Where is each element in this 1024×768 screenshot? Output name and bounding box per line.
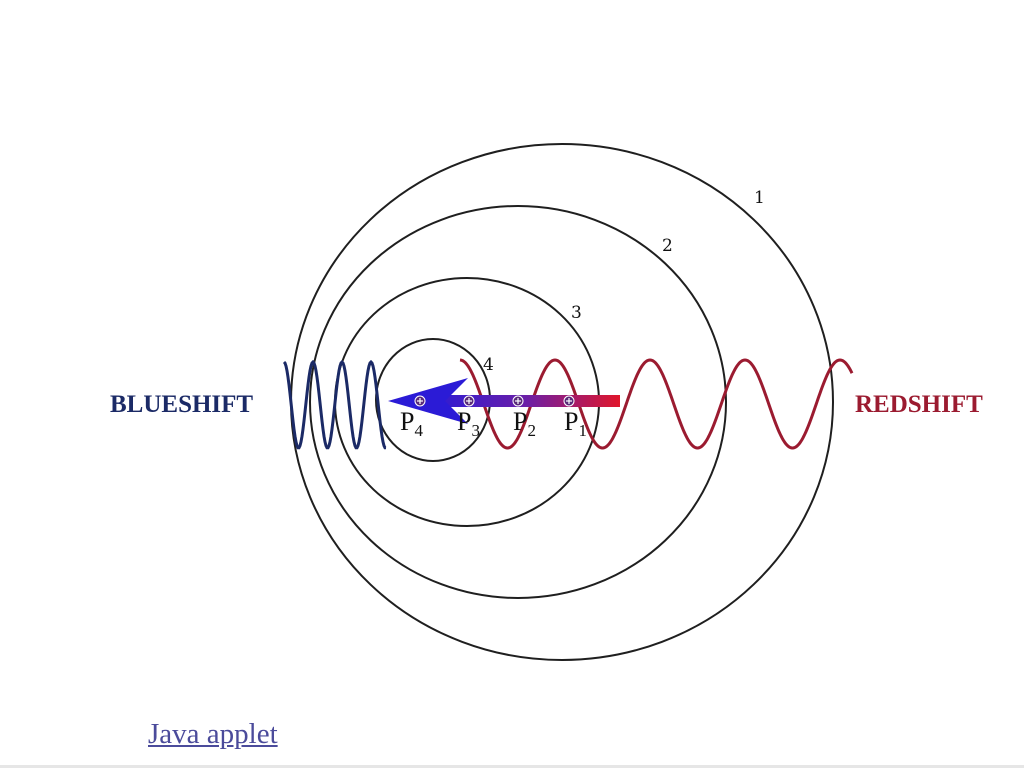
ring-number-4: 4 xyxy=(483,355,494,375)
wavefront-ring-2 xyxy=(309,205,727,599)
arrow-head xyxy=(388,378,468,424)
redshift-label: REDSHIFT xyxy=(855,391,983,418)
ring-number-1: 1 xyxy=(754,188,765,208)
java-applet-link[interactable]: Java applet xyxy=(148,718,278,750)
position-markers xyxy=(414,395,575,407)
position-label-p1: P1 xyxy=(564,407,587,440)
arrow-shaft xyxy=(430,395,620,407)
blueshift-wave xyxy=(282,359,387,450)
bottom-divider xyxy=(0,765,1024,768)
position-marker-p2 xyxy=(512,395,524,407)
position-marker-p3 xyxy=(463,395,475,407)
position-marker-p1 xyxy=(563,395,575,407)
ring-number-2: 2 xyxy=(662,236,673,256)
position-label-p3: P3 xyxy=(457,407,480,440)
position-label-p2: P2 xyxy=(513,407,536,440)
position-marker-p4 xyxy=(414,395,426,407)
ring-number-3: 3 xyxy=(571,303,582,323)
position-label-p4: P4 xyxy=(400,407,423,440)
redshift-wave xyxy=(459,358,854,450)
blueshift-label: BLUESHIFT xyxy=(110,391,253,418)
